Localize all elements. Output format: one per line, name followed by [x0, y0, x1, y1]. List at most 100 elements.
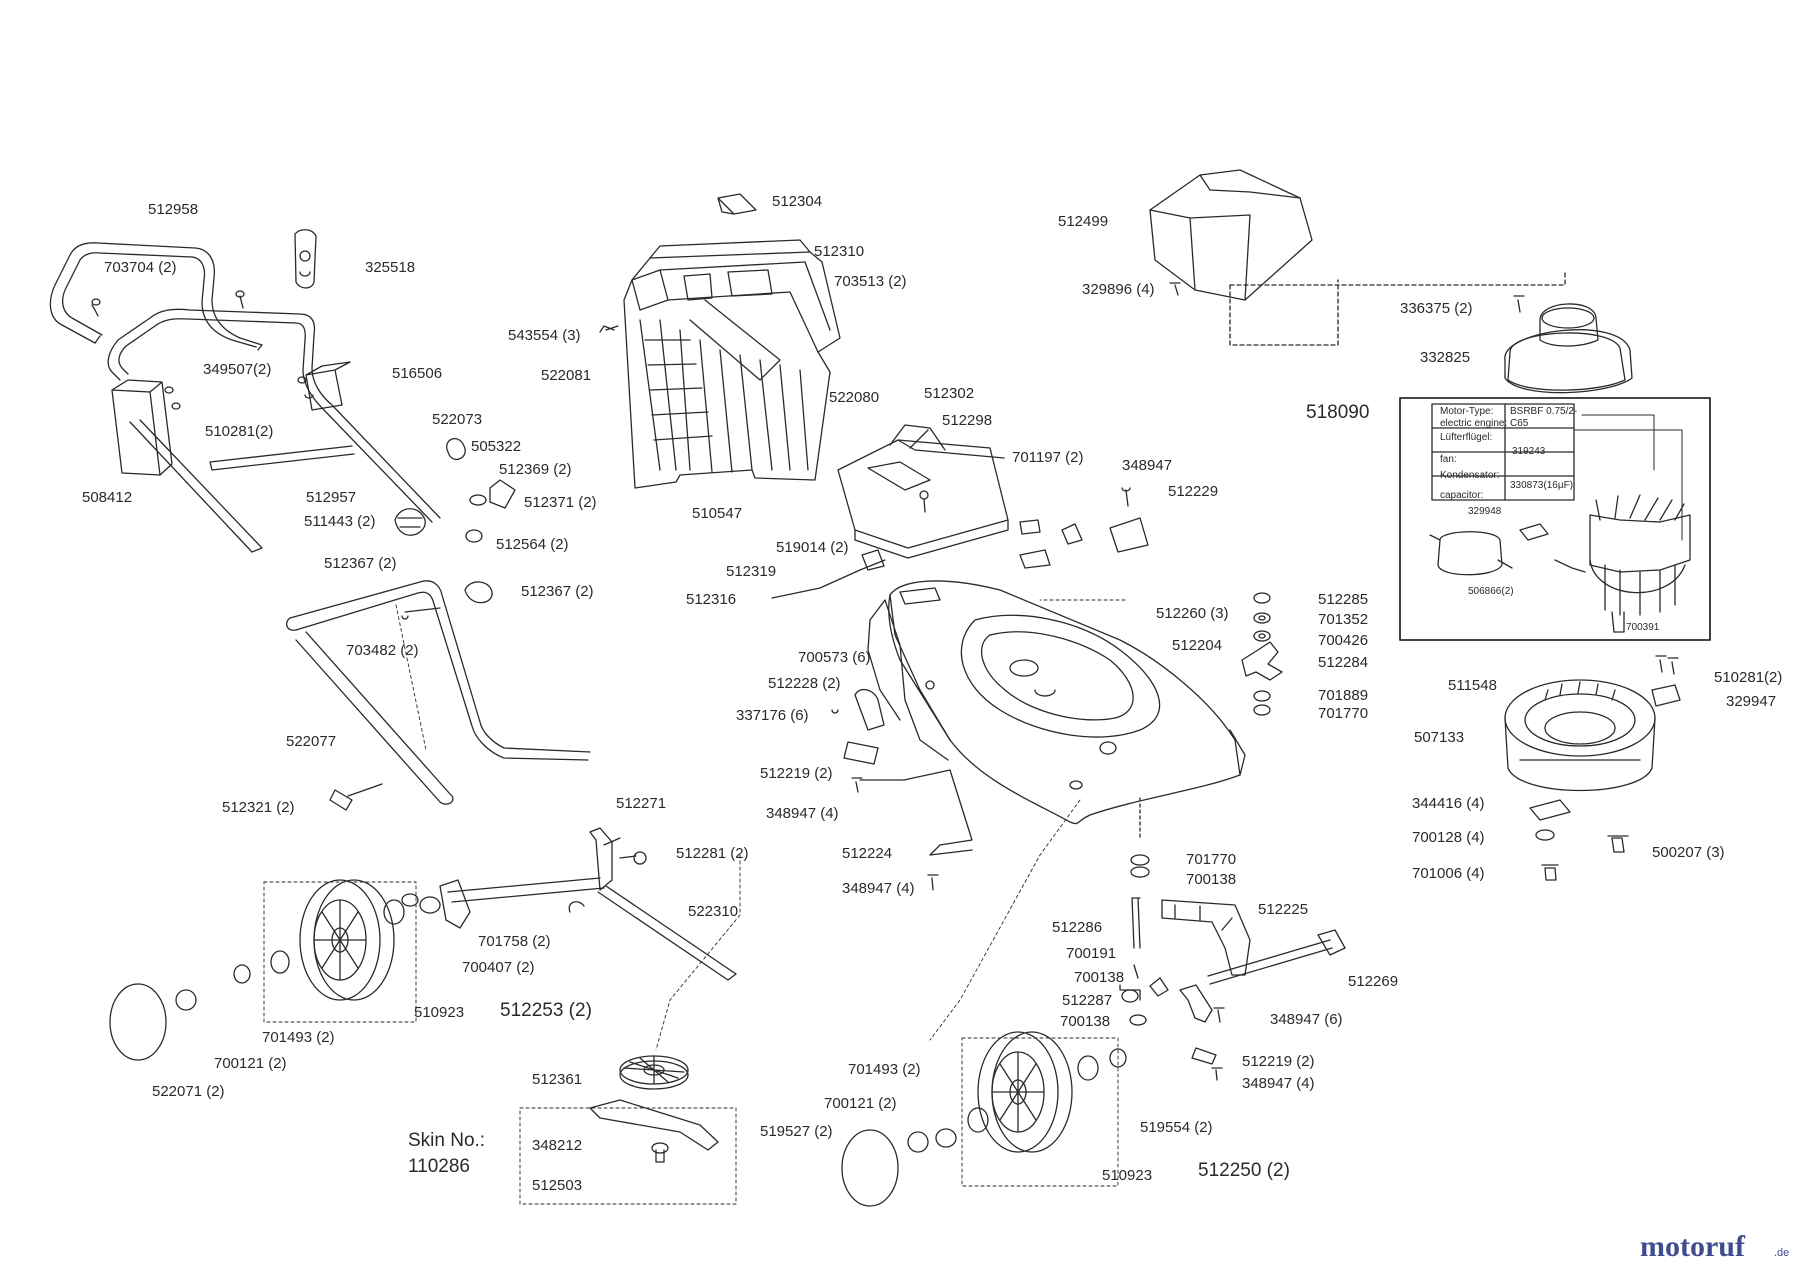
- part-label: 700407 (2): [462, 959, 535, 976]
- part-label: 510547: [692, 505, 742, 522]
- part-label: 512321 (2): [222, 799, 295, 816]
- part-label: 519014 (2): [776, 539, 849, 556]
- part-label: 512250 (2): [1198, 1160, 1290, 1181]
- part-label: 510923: [1102, 1167, 1152, 1184]
- part-label: 703482 (2): [346, 642, 419, 659]
- top-cover-drawing: [837, 424, 1009, 559]
- part-label: 512269: [1348, 973, 1398, 990]
- part-label: 344416 (4): [1412, 795, 1485, 812]
- part-label: 522080: [829, 389, 879, 406]
- table-cell: Kondensator:: [1440, 470, 1500, 481]
- part-label: 337176 (6): [736, 707, 809, 724]
- part-label: 511548: [1448, 677, 1497, 694]
- part-label: 512302: [924, 385, 974, 402]
- part-label: 336375 (2): [1400, 300, 1473, 317]
- part-label: 512369 (2): [499, 461, 572, 478]
- part-label: 519527 (2): [760, 1123, 833, 1140]
- part-label: 512564 (2): [496, 536, 569, 553]
- part-label: 510281(2): [1714, 669, 1782, 686]
- height-adjust-drawing: [1119, 797, 1346, 1081]
- part-label: 512285: [1318, 591, 1368, 608]
- part-label: 349507(2): [203, 361, 271, 378]
- part-label: 512319: [726, 563, 776, 580]
- part-label: 505322: [471, 438, 521, 455]
- part-label: 701006 (4): [1412, 865, 1485, 882]
- part-label: 512371 (2): [524, 494, 597, 511]
- connection-lines: [395, 599, 1141, 1041]
- part-label: 512304: [772, 193, 822, 210]
- part-label: 348212: [532, 1137, 582, 1154]
- table-cell: 330873(16µF): [1510, 480, 1573, 491]
- part-label: 507133: [1414, 729, 1464, 746]
- watermark-brand: motoruf: [1640, 1230, 1746, 1263]
- part-label: 512228 (2): [768, 675, 841, 692]
- part-label: 348947 (6): [1270, 1011, 1343, 1028]
- part-label: 512298: [942, 412, 992, 429]
- mower-deck-drawing: [771, 487, 1246, 891]
- part-label: 500207 (3): [1652, 844, 1725, 861]
- rear-flap-drawing: [1149, 169, 1313, 301]
- table-cell: 319243: [1512, 446, 1546, 457]
- part-label: 700573 (6): [798, 649, 871, 666]
- part-label: 512361: [532, 1071, 582, 1088]
- part-label: 701493 (2): [262, 1029, 335, 1046]
- part-label: 512316: [686, 591, 736, 608]
- table-cell: Motor-Type:: [1440, 406, 1493, 417]
- part-label: 701352: [1318, 611, 1368, 628]
- part-label: 348947: [1122, 457, 1172, 474]
- part-label: 522310: [688, 903, 738, 920]
- part-label: 701758 (2): [478, 933, 551, 950]
- part-label: 700426: [1318, 632, 1368, 649]
- part-label: 701770: [1318, 705, 1368, 722]
- part-label: 700138: [1074, 969, 1124, 986]
- part-label: 522071 (2): [152, 1083, 225, 1100]
- part-label: 510923: [414, 1004, 464, 1021]
- part-label: 512284: [1318, 654, 1368, 671]
- part-label: 512287: [1062, 992, 1112, 1009]
- part-label: 348947 (4): [842, 880, 915, 897]
- lower-handle-drawing: [285, 580, 591, 811]
- blade-drawing: [519, 854, 741, 1205]
- rear-axle-drawing: [109, 827, 737, 1061]
- part-label: 522081: [541, 367, 591, 384]
- part-label: 329896 (4): [1082, 281, 1155, 298]
- part-label: 512286: [1052, 919, 1102, 936]
- part-label: 512499: [1058, 213, 1108, 230]
- part-label: 512271: [616, 795, 666, 812]
- part-label: 512219 (2): [1242, 1053, 1315, 1070]
- motor-detail-box: [1399, 397, 1711, 641]
- watermark-tld: .de: [1774, 1247, 1789, 1259]
- part-label: 329947: [1726, 693, 1776, 710]
- part-label: 512224: [842, 845, 892, 862]
- table-cell: C65: [1510, 418, 1529, 429]
- part-label: 348947 (4): [1242, 1075, 1315, 1092]
- part-label: 701770: [1186, 851, 1236, 868]
- part-labels: 512958 703704 (2) 325518 349507(2) 51650…: [82, 193, 1782, 1194]
- motor-cover-drawing: [1229, 269, 1633, 394]
- motor-spec-table: Motor-Type: electric engine: BSRBF 0.75/…: [1440, 406, 1577, 501]
- part-label: 701197 (2): [1012, 449, 1083, 466]
- part-label: 543554 (3): [508, 327, 581, 344]
- part-label: 512310: [814, 243, 864, 260]
- part-label: 700121 (2): [824, 1095, 897, 1112]
- table-cell: fan:: [1440, 454, 1457, 465]
- part-label: 700191: [1066, 945, 1116, 962]
- part-label: 700391: [1626, 622, 1660, 633]
- part-label: 508412: [82, 489, 132, 506]
- part-label: 512253 (2): [500, 1000, 592, 1021]
- table-cell: electric engine:: [1440, 418, 1507, 429]
- adjuster-parts-drawing: [1130, 592, 1283, 878]
- part-label: 511443 (2): [304, 513, 375, 530]
- part-label: 516506: [392, 365, 442, 382]
- part-label: 332825: [1420, 349, 1470, 366]
- part-label: 512958: [148, 201, 198, 218]
- part-label: 700121 (2): [214, 1055, 287, 1072]
- part-label: 701889: [1318, 687, 1368, 704]
- part-label: 700138: [1186, 871, 1236, 888]
- grass-box-drawing: [599, 193, 841, 489]
- upper-handle-drawing: [49, 229, 516, 604]
- part-label: 110286: [408, 1156, 470, 1177]
- motor-flange-drawing: [1504, 655, 1681, 881]
- part-label: 512225: [1258, 901, 1308, 918]
